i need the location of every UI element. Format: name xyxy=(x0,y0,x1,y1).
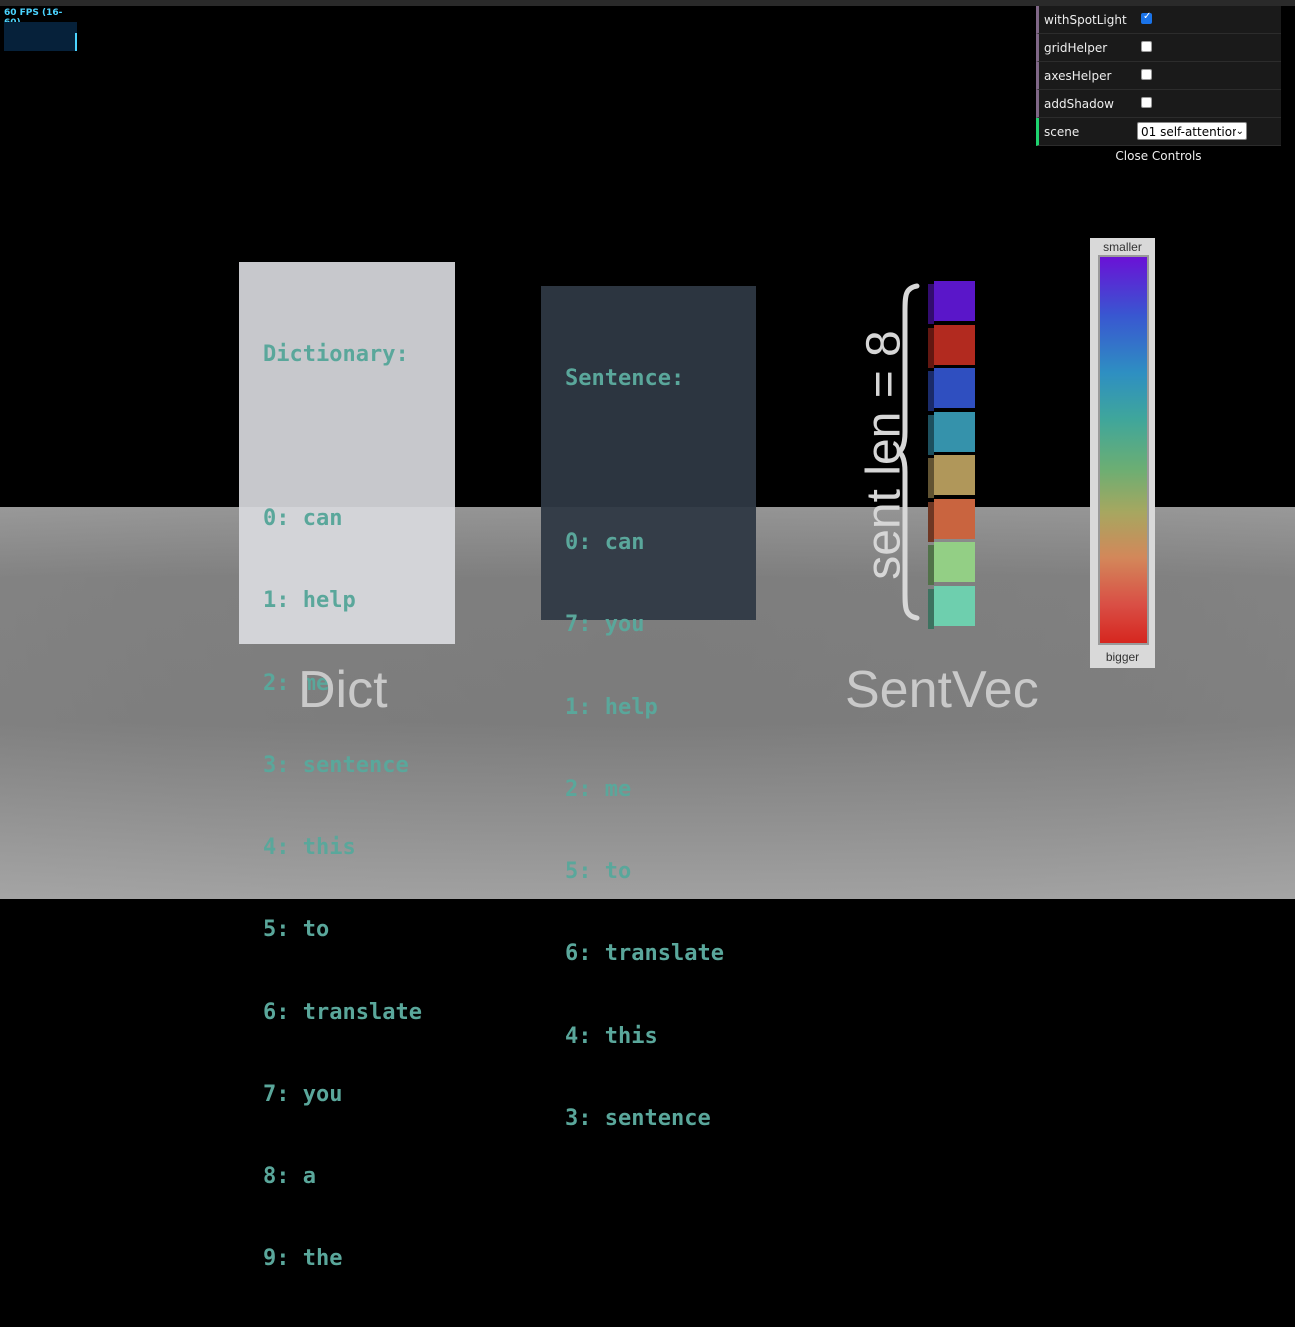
sentence-title: Sentence: xyxy=(565,365,685,391)
withspotlight-checkbox[interactable] xyxy=(1141,11,1152,24)
control-row-scene[interactable]: scene 01 self-attention ⌄ xyxy=(1036,118,1281,146)
color-scale: smaller bigger xyxy=(1090,238,1155,668)
cube-side xyxy=(928,501,934,542)
sentence-entry: 5: to xyxy=(565,859,632,885)
axeshelper-checkbox[interactable] xyxy=(1141,69,1152,80)
control-row-gridhelper[interactable]: gridHelper xyxy=(1036,34,1281,62)
control-row-axeshelper[interactable]: axesHelper xyxy=(1036,62,1281,90)
sentence-entry: 1: help xyxy=(565,694,658,720)
cube-side xyxy=(928,284,934,324)
color-scale-gradient xyxy=(1098,255,1149,645)
sentence-text: Sentence: ​ 0: can 7: you 1: help 2: me … xyxy=(565,310,724,1187)
sentence-vector-cube xyxy=(928,455,975,498)
dictionary-panel: Dictionary: ​ 0: can 1: help 2: me 3: se… xyxy=(239,262,455,1271)
scene-select-value: 01 self-attention xyxy=(1141,125,1240,139)
sentence-panel-reflection xyxy=(541,507,756,620)
control-label: gridHelper xyxy=(1044,40,1108,55)
dict-entry: 5: to xyxy=(263,917,330,943)
sentence-entry: 7: you xyxy=(565,612,645,638)
chevron-down-icon: ⌄ xyxy=(1235,123,1244,139)
scene-label: scene xyxy=(1044,124,1080,139)
close-controls-button[interactable]: Close Controls xyxy=(1036,146,1281,166)
cube-side xyxy=(928,327,934,368)
cube-side xyxy=(928,414,934,455)
dictionary-panel-reflection xyxy=(239,507,455,644)
dictionary-text: Dictionary: ​ 0: can 1: help 2: me 3: se… xyxy=(263,286,422,1327)
dict-entry: 6: translate xyxy=(263,999,422,1025)
sentence-panel: Sentence: ​ 0: can 7: you 1: help 2: me … xyxy=(541,286,756,1131)
dict-entry: 3: sentence xyxy=(263,752,409,778)
control-label: axesHelper xyxy=(1044,68,1112,83)
sentence-vector-cube xyxy=(928,281,975,324)
control-label: addShadow xyxy=(1044,96,1114,111)
dict-entry: 8: a xyxy=(263,1164,316,1189)
sentence-vector-cube xyxy=(928,542,975,585)
sentence-vector-cube xyxy=(928,498,975,542)
sentence-vector-cube xyxy=(928,368,975,411)
cube-side xyxy=(928,371,934,411)
sentence-entry: 6: translate xyxy=(565,941,724,967)
sentence-vector-cube xyxy=(928,324,975,368)
scene-select[interactable]: 01 self-attention ⌄ xyxy=(1137,122,1247,140)
cube-side xyxy=(928,588,934,629)
sentence-vector-cube xyxy=(928,411,975,455)
sentvec-label: SentVec xyxy=(845,661,1039,719)
dict-entry: 1: help xyxy=(263,588,356,614)
sentence-vector-cube xyxy=(928,585,975,629)
sentence-entry: 4: this xyxy=(565,1023,658,1049)
sentence-entry: 0: can xyxy=(565,530,645,556)
dict-entry: 7: you xyxy=(263,1081,343,1107)
sentence-entry: 3: sentence xyxy=(565,1105,711,1131)
window-top-strip xyxy=(0,0,1295,6)
controls-panel: withSpotLight gridHelper axesHelper addS… xyxy=(1036,6,1281,166)
addshadow-checkbox[interactable] xyxy=(1141,97,1152,108)
control-row-addshadow[interactable]: addShadow xyxy=(1036,90,1281,118)
gridhelper-checkbox[interactable] xyxy=(1141,41,1152,52)
control-label: withSpotLight xyxy=(1044,12,1127,27)
fps-stats-panel[interactable]: 60 FPS (16-60) xyxy=(2,6,78,53)
color-scale-top-label: smaller xyxy=(1103,240,1142,254)
cube-side xyxy=(928,545,934,585)
dictionary-title: Dictionary: xyxy=(263,341,409,367)
sentence-entry: 2: me xyxy=(565,776,632,802)
control-row-withspotlight[interactable]: withSpotLight xyxy=(1036,6,1281,34)
fps-graph-bar xyxy=(75,33,77,51)
fps-graph xyxy=(4,22,77,51)
dict-entry: 2: me xyxy=(263,670,330,696)
dict-entry: 9: the xyxy=(263,1246,343,1272)
dict-entry: 0: can xyxy=(263,506,343,532)
curly-brace-icon xyxy=(896,283,920,621)
color-scale-bottom-label: bigger xyxy=(1105,650,1140,664)
dict-entry: 4: this xyxy=(263,835,356,861)
dict-label: Dict xyxy=(298,661,388,719)
cube-side xyxy=(928,458,934,498)
